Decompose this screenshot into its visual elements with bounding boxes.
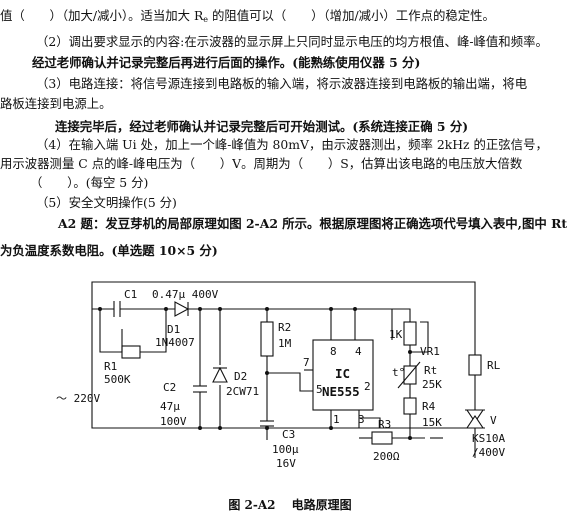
c1-value: 0.47μ 400V xyxy=(152,288,219,301)
triac-rating: /400V xyxy=(472,446,505,459)
ic-pin7: 7 xyxy=(303,356,310,369)
rt-temp-mark: t° xyxy=(392,366,405,379)
r3-value: 200Ω xyxy=(373,450,400,463)
ic-ne555-box xyxy=(312,339,374,411)
vr1-label: VR1 xyxy=(420,345,440,358)
paragraph-step4-line1: （4）在输入端 Ui 处，加上一个峰-峰值为 80mV，由示波器测出，频率 2k… xyxy=(36,137,548,152)
thermistor-rt xyxy=(403,365,417,385)
resistor-r3 xyxy=(371,431,393,445)
c2-value2: 100V xyxy=(160,415,187,428)
r3-label: R3 xyxy=(378,418,391,431)
resistor-r4 xyxy=(403,397,417,415)
c3-value1: 100μ xyxy=(272,443,299,456)
rt-value: 25K xyxy=(422,378,442,391)
paragraph-step3-line1: （3）电路连接：将信号源连接到电路板的输入端，将示波器连接到电路板的输出端，将电 xyxy=(36,76,528,91)
r1-label: R1 xyxy=(104,360,117,373)
ic-model: NE555 xyxy=(322,384,360,399)
triac-v-icon xyxy=(465,409,485,429)
paragraph-confirm-1: 经过老师确认并记录完整后再进行后面的操作。(能熟练使用仪器 5 分) xyxy=(32,55,421,70)
ac-source-label: ～ 220V xyxy=(56,392,100,405)
rl-label: RL xyxy=(487,359,501,372)
paragraph-step5: （5）安全文明操作(5 分) xyxy=(36,195,177,210)
para1-text: 值（ ）（加大/减小）。适当加大 R xyxy=(0,8,204,23)
c3-label: C3 xyxy=(282,428,295,441)
paragraph-step2: （2）调出要求显示的内容:在示波器的显示屏上只同时显示电压的均方根值、峰-峰值和… xyxy=(36,34,548,49)
d2-model: 2CW71 xyxy=(226,385,259,398)
r1-value: 500K xyxy=(104,373,131,386)
vr1-value: 1K xyxy=(389,328,403,341)
potentiometer-vr1 xyxy=(403,321,417,346)
para1-subscript: e xyxy=(203,15,209,24)
d2-label: D2 xyxy=(234,370,247,383)
resistor-r1 xyxy=(121,345,141,359)
diode-d1-icon xyxy=(174,301,190,317)
paragraph-confirm-2: 连接完毕后，经过老师确认并记录完整后可开始测试。(系统连接正确 5 分) xyxy=(55,119,469,134)
ic-model-sup: 2 xyxy=(364,380,371,393)
r2-value: 1M xyxy=(278,337,292,350)
figure-caption: 图 2-A2 电路原理图 xyxy=(228,498,352,512)
d1-model: 1N4007 xyxy=(155,336,195,349)
ic-pin4: 4 xyxy=(355,345,362,358)
ic-pin8: 8 xyxy=(330,345,337,358)
para1-text-after: 的阻值可以（ ）（增加/减小）工作点的稳定性。 xyxy=(208,8,495,23)
paragraph-step4-line3: （ ）。(每空 5 分) xyxy=(30,175,149,190)
r2-label: R2 xyxy=(278,321,291,334)
paragraph-step3-line2: 路板连接到电源上。 xyxy=(0,96,112,111)
rt-label: Rt xyxy=(424,364,437,377)
triac-model: KS10A xyxy=(472,432,505,445)
c3-value2: 16V xyxy=(276,457,296,470)
ic-pin3: 3 xyxy=(358,413,365,426)
resistor-r2 xyxy=(260,321,274,357)
ic-pin5: 5 xyxy=(316,383,323,396)
triac-label: V xyxy=(490,414,497,427)
c1-label: C1 xyxy=(124,288,137,301)
c2-label: C2 xyxy=(163,381,176,394)
resistor-rl xyxy=(468,354,482,376)
c2-value1: 47μ xyxy=(160,400,180,413)
ic-pin1: 1 xyxy=(333,413,340,426)
zener-d2-icon xyxy=(212,366,228,383)
paragraph-step4-line2: 用示波器测量 C 点的峰-峰电压为（ ）V。周期为（ ）S，估算出该电路的电压放… xyxy=(0,156,523,171)
r4-label: R4 xyxy=(422,400,436,413)
question-a2-line2: 为负温度系数电阻。(单选题 10×5 分) xyxy=(0,243,218,258)
question-a2-line1: A2 题：发豆芽机的局部原理如图 2-A2 所示。根据原理图将正确选项代号填入表… xyxy=(58,216,568,231)
r4-value: 15K xyxy=(422,416,442,429)
d1-label: D1 xyxy=(167,323,180,336)
ic-label: IC xyxy=(335,366,350,381)
paragraph-amplify: 值（ ）（加大/减小）。适当加大 Re 的阻值可以（ ）（增加/减小）工作点的稳… xyxy=(0,8,580,28)
